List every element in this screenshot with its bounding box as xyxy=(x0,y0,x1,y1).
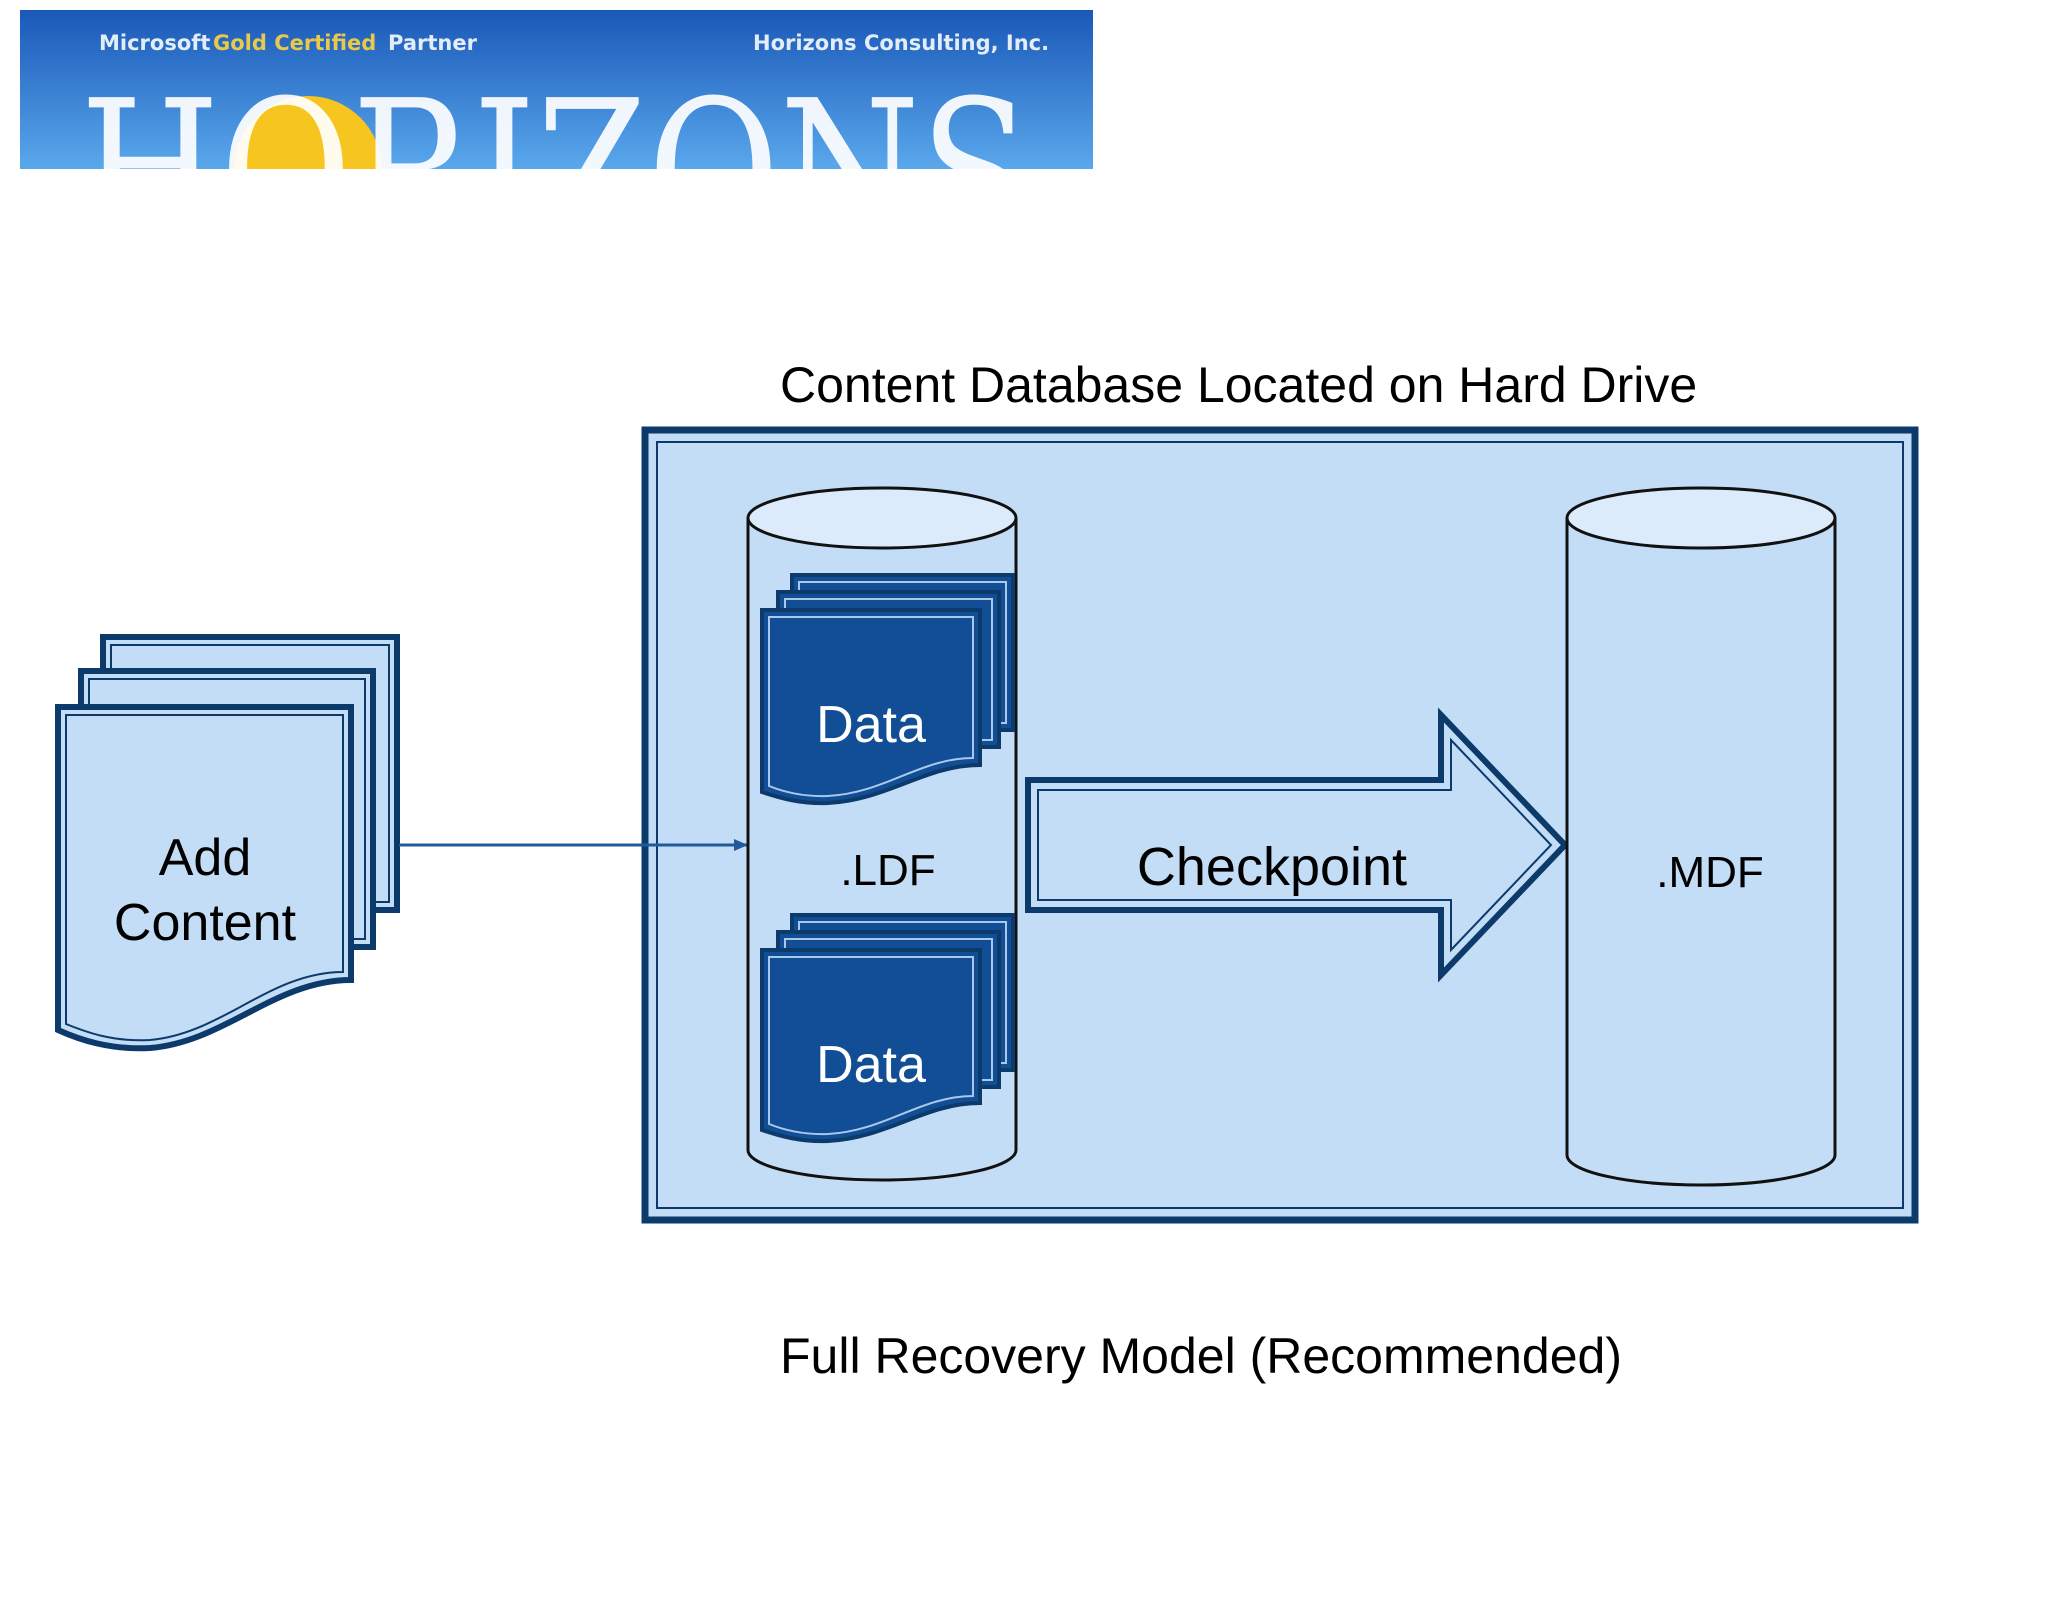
logo-wordmark: HORIZONS xyxy=(80,59,1030,287)
banner-partner-text: Partner xyxy=(388,31,478,55)
banner-background xyxy=(20,10,1093,169)
add-content-label-line2: Content xyxy=(114,894,297,952)
log-data-page-stack-1: Data xyxy=(760,573,1015,806)
add-content-document-stack: Add Content xyxy=(55,634,400,1052)
log-data-page-label-2: Data xyxy=(816,1036,926,1094)
mdf-label: .MDF xyxy=(1656,848,1764,897)
checkpoint-arrow: Checkpoint xyxy=(1025,707,1570,983)
banner-microsoft-text: Microsoft xyxy=(99,31,210,55)
mdf-cylinder-top xyxy=(1565,486,1837,550)
log-data-page-stack-2: Data xyxy=(760,913,1015,1144)
ldf-label: .LDF xyxy=(840,846,935,895)
log-data-page-label-1: Data xyxy=(816,696,926,754)
sun-icon xyxy=(234,96,382,169)
mdf-cylinder: .MDF xyxy=(1565,486,1837,1187)
header-banner: HORIZONS Microsoft Gold Certified Partne… xyxy=(20,10,1093,287)
document-page-front xyxy=(55,704,354,1052)
banner-company-text: Horizons Consulting, Inc. xyxy=(753,31,1049,55)
ldf-cylinder-top xyxy=(746,486,1018,550)
container-title: Content Database Located on Hard Drive xyxy=(780,357,1697,413)
add-content-label-line1: Add xyxy=(159,829,252,887)
checkpoint-label: Checkpoint xyxy=(1137,837,1407,897)
recovery-model-caption: Full Recovery Model (Recommended) xyxy=(780,1328,1622,1384)
banner-gold-certified-text: Gold Certified xyxy=(213,31,376,55)
